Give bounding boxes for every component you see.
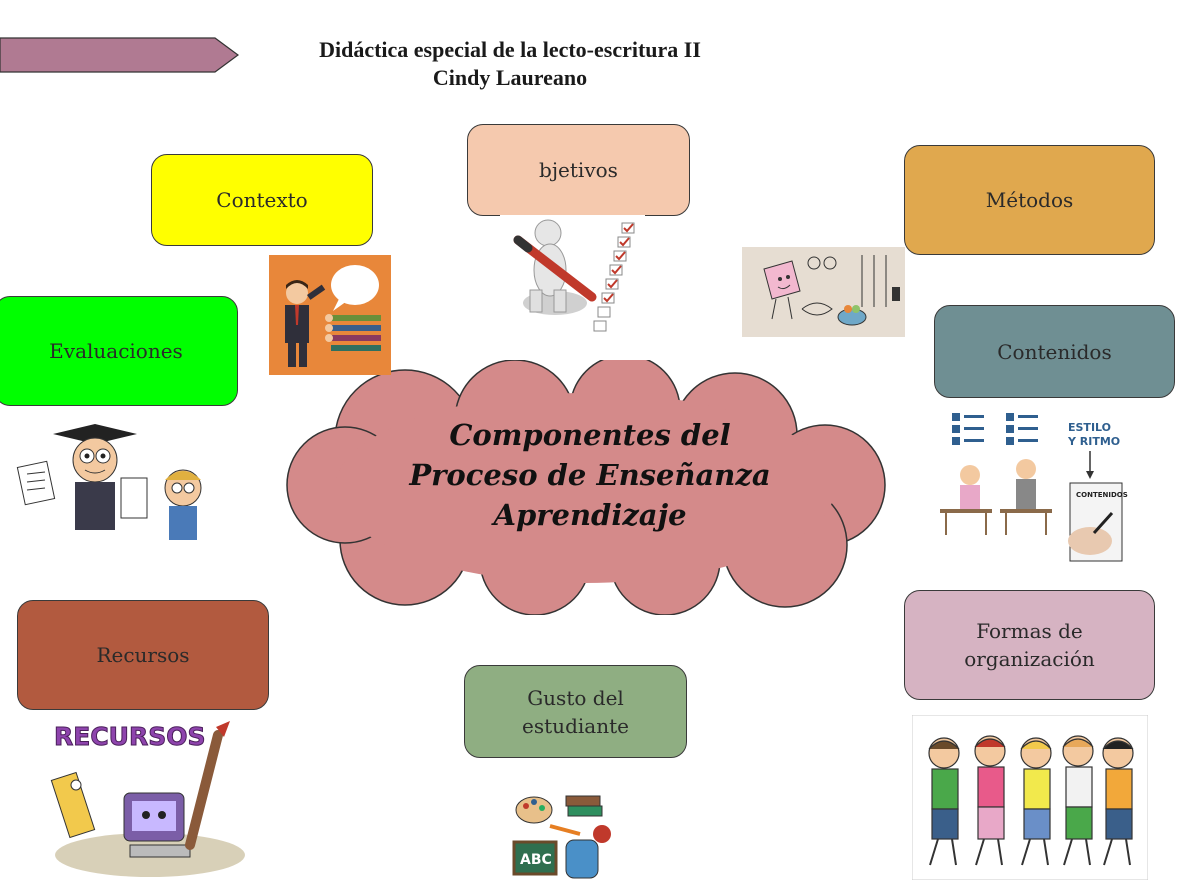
recursos-label: Recursos	[96, 643, 190, 667]
metodos-illustration	[742, 247, 905, 337]
central-title: Componentes del Proceso de Enseñanza Apr…	[370, 415, 810, 535]
recursos-illustration: RECURSOS	[40, 715, 255, 880]
estilo-text-2: Y RITMO	[1067, 435, 1120, 448]
estilo-text-1: ESTILO	[1068, 421, 1111, 434]
contenidos-illustration: ESTILO Y RITMO CONTENIDOS	[940, 405, 1170, 565]
contenidos-label: Contenidos	[997, 339, 1112, 364]
formas-box: Formas de organización	[904, 590, 1155, 700]
recursos-box: Recursos	[17, 600, 269, 710]
objetivos-label: bjetivos	[539, 158, 618, 182]
central-title-line3: Aprendizaje	[493, 498, 687, 532]
evaluaciones-illustration	[15, 420, 210, 545]
recursos-word: RECURSOS	[54, 722, 206, 751]
gusto-label-line2: estudiante	[522, 713, 629, 738]
abc-text: ABC	[520, 852, 552, 868]
formas-label-line1: Formas de	[976, 619, 1083, 643]
gusto-label-line1: Gusto del	[527, 685, 624, 710]
contexto-illustration	[269, 255, 391, 375]
gusto-illustration: ABC	[510, 790, 620, 882]
course-title: Didáctica especial de la lecto-escritura…	[319, 37, 701, 62]
page-title: Didáctica especial de la lecto-escritura…	[250, 36, 770, 92]
evaluaciones-box: Evaluaciones	[0, 296, 238, 406]
contenidos-clip-text: CONTENIDOS	[1076, 491, 1128, 499]
metodos-label: Métodos	[985, 188, 1074, 212]
formas-illustration	[912, 715, 1148, 880]
contexto-label: Contexto	[216, 188, 308, 212]
author-name: Cindy Laureano	[432, 65, 588, 90]
evaluaciones-label: Evaluaciones	[49, 339, 183, 363]
contexto-box: Contexto	[151, 154, 373, 246]
objetivos-illustration	[500, 215, 645, 335]
central-cloud-shape	[286, 360, 886, 615]
gusto-box: Gusto del estudiante	[464, 665, 687, 758]
central-title-line2: Proceso de Enseñanza	[409, 458, 771, 492]
header-arrow-shape	[0, 37, 240, 73]
formas-label-line2: organización	[964, 647, 1095, 671]
central-title-line1: Componentes del	[449, 418, 731, 452]
objetivos-box: bjetivos	[467, 124, 690, 216]
metodos-box: Métodos	[904, 145, 1155, 255]
contenidos-box: Contenidos	[934, 305, 1175, 398]
